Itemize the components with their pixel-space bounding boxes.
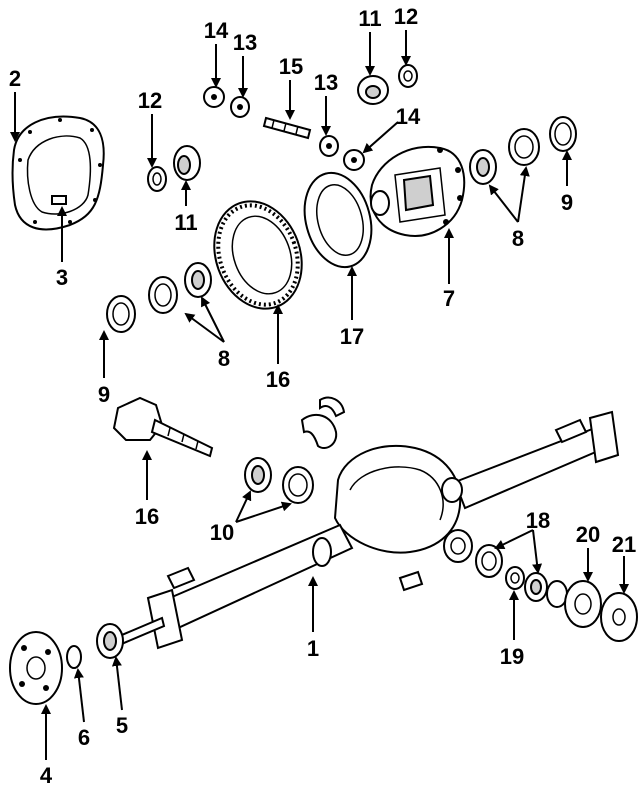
thrust-washer-13-top	[230, 96, 250, 118]
callout-16-ring-gear: 16	[266, 367, 290, 392]
callout-12-left: 12	[138, 88, 162, 113]
wheel-flange-21	[600, 592, 638, 642]
pinion-gear-14-top	[203, 86, 225, 108]
callout-6: 6	[78, 725, 90, 750]
callout-12-top: 12	[394, 4, 418, 29]
retainer-ring	[546, 580, 568, 608]
axle-bearing-cone-18	[524, 572, 548, 602]
axle-seal-19	[505, 566, 525, 590]
callout-13-top: 13	[233, 30, 257, 55]
callout-16-pinion: 16	[135, 504, 159, 529]
callout-14-mid: 14	[396, 104, 421, 129]
leader-lines	[10, 30, 629, 760]
callout-13-mid: 13	[314, 70, 338, 95]
callout-2: 2	[9, 66, 21, 91]
callout-21: 21	[612, 532, 636, 557]
bearing-cap	[300, 396, 346, 450]
callout-8-right: 8	[512, 226, 524, 251]
callout-20: 20	[576, 522, 600, 547]
pinion-gear-14-mid	[343, 149, 365, 171]
thrust-washer-13-mid	[319, 135, 339, 157]
callout-11-left: 11	[174, 210, 197, 235]
bearing-cup-8-right	[508, 128, 540, 166]
side-gear-11-top	[357, 75, 389, 105]
bearing-cone-8-left	[184, 262, 212, 298]
callout-5: 5	[116, 713, 128, 738]
axle-bearing-18	[475, 544, 503, 578]
bearing-cone-11-left	[173, 145, 201, 181]
retainer-plate-20	[564, 580, 602, 628]
bearing-cup-12-left	[147, 166, 167, 192]
axle-housing	[146, 410, 620, 650]
bearing-cone-8-right	[469, 149, 497, 185]
shim-9-right	[549, 116, 577, 152]
callout-17: 17	[340, 324, 364, 349]
callout-3: 3	[56, 265, 68, 290]
axle-shaft-left	[9, 616, 166, 705]
callout-15: 15	[279, 54, 303, 79]
pinion-shaft-15	[262, 116, 312, 140]
bearing-cup-8-left	[148, 276, 178, 314]
callout-19: 19	[500, 644, 524, 669]
callout-7: 7	[443, 286, 455, 311]
callout-4: 4	[40, 763, 53, 788]
pinion-bearing-cone-10	[244, 457, 272, 493]
callout-10: 10	[210, 520, 234, 545]
differential-case	[369, 145, 466, 237]
differential-cover	[11, 115, 105, 231]
callout-labels: 1 2 3 4 5 6 7 8 8 9 9 10 11 11 12 12 13 …	[9, 4, 636, 788]
callout-11-top: 11	[358, 6, 381, 31]
callout-9-right: 9	[561, 190, 573, 215]
ring-gear	[213, 200, 303, 310]
pinion-bearing-cup-10	[282, 466, 314, 504]
callout-9-left: 9	[98, 382, 110, 407]
shim-9-left	[106, 295, 136, 333]
callout-18: 18	[526, 508, 550, 533]
thrust-washer-12-top	[398, 64, 418, 88]
ring-gear-bearing	[303, 171, 373, 269]
callout-1: 1	[307, 636, 319, 661]
callout-8-left: 8	[218, 346, 230, 371]
drive-pinion	[112, 396, 214, 458]
callout-14-top: 14	[204, 18, 229, 43]
